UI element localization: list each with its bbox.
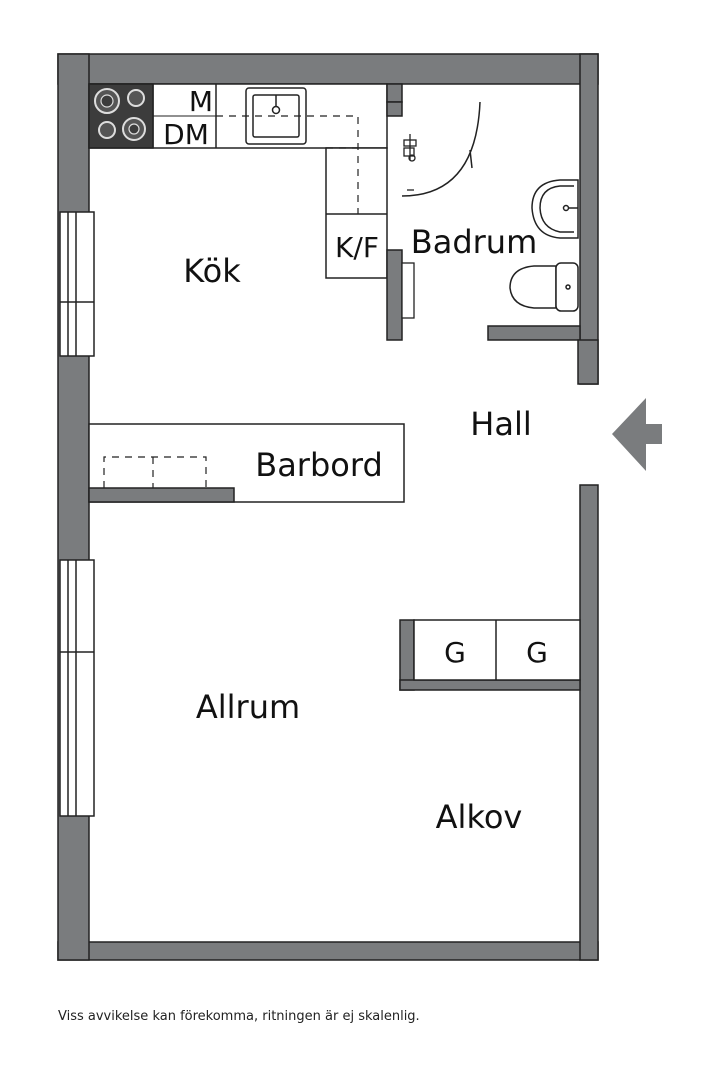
room-label-hall: Hall [470,405,531,443]
room-label-bar-counter: Barbord [255,446,383,484]
stove-icon [88,83,154,149]
room-label-bathroom: Badrum [411,223,537,261]
entrance-arrow-icon [612,398,662,471]
fridge-freezer-label: K/F [335,231,379,264]
towel-rail-icon [401,262,415,319]
bathroom-walls [386,83,581,341]
wash-basin-icon [531,179,579,239]
dishwasher-label: DM [163,118,209,151]
bathroom-door [401,101,481,197]
wardrobe-label: G [444,636,466,669]
upper-cabinets [216,115,359,214]
microwave-label: M [189,85,213,118]
room-label-alcove: Alkov [436,798,523,836]
shower-icon [403,134,417,191]
wardrobes [399,619,581,691]
sink-icon [245,87,307,145]
disclaimer-note: Viss avvikelse kan förekomma, ritningen … [58,1009,420,1024]
bar-counter [88,423,405,503]
wardrobe-label: G [526,636,548,669]
hall-walls [577,339,599,385]
window-kitchen [59,211,95,357]
toilet-icon [509,262,579,312]
room-label-kitchen: Kök [183,252,241,290]
window-living-room [59,559,95,817]
room-label-living-room: Allrum [196,688,300,726]
